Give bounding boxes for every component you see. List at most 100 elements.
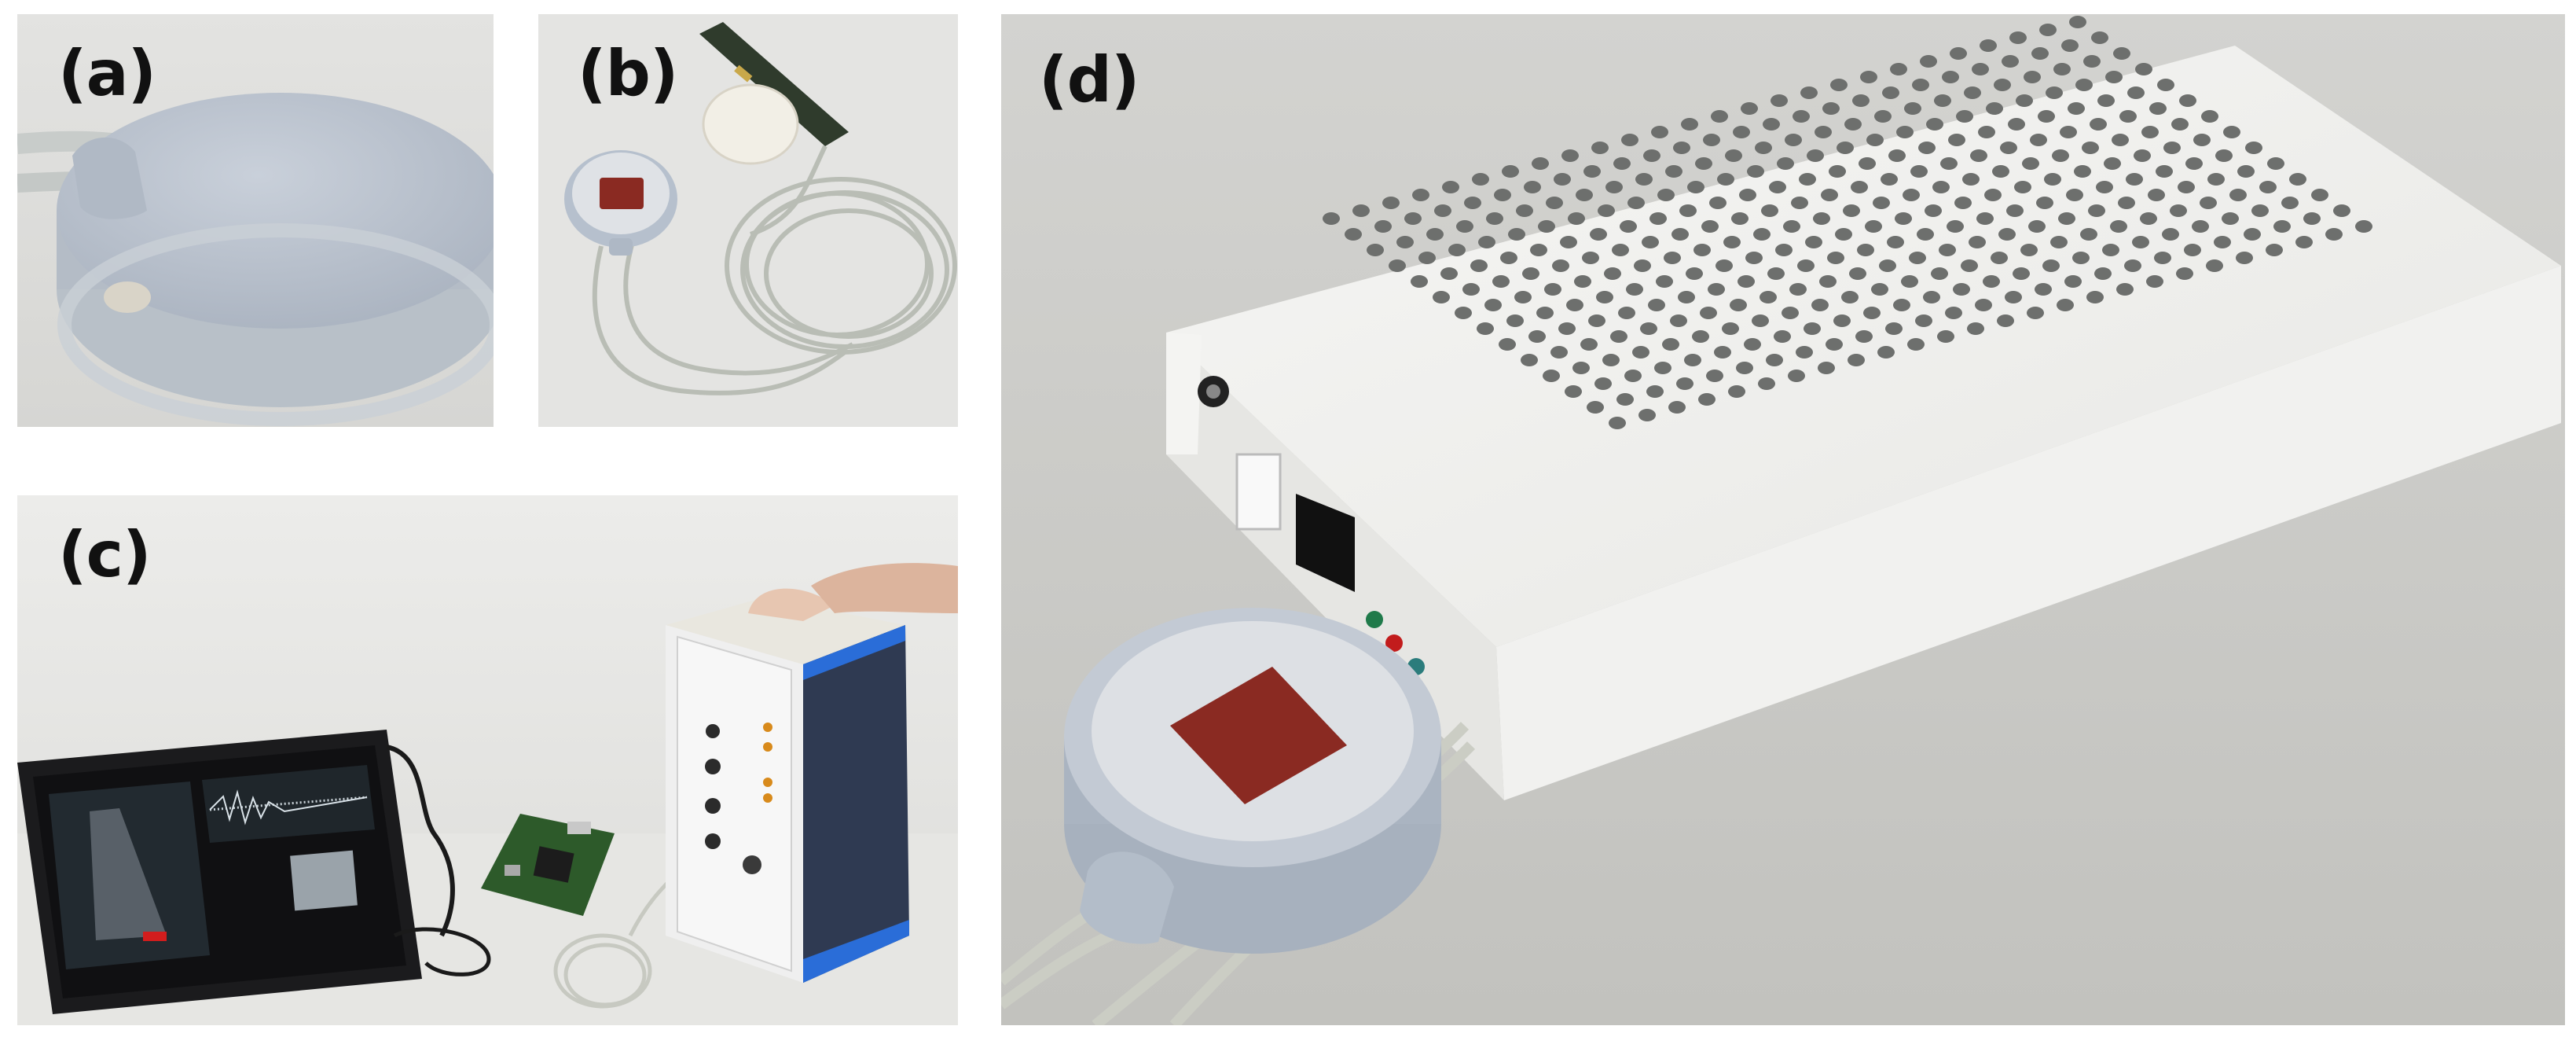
- vent-hole: [2185, 157, 2203, 170]
- vent-hole: [1731, 212, 1749, 225]
- vent-hole: [2289, 173, 2306, 186]
- vent-hole: [1984, 189, 2002, 201]
- panel-a: (a): [17, 14, 494, 427]
- vent-hole: [2244, 228, 2261, 241]
- vent-hole: [1942, 71, 1959, 83]
- vent-hole: [1827, 252, 1844, 264]
- vent-hole: [1649, 212, 1667, 225]
- vent-hole: [2058, 212, 2075, 225]
- panel-c: (c): [17, 495, 958, 1025]
- vent-hole: [1830, 79, 1848, 91]
- vent-hole: [1374, 220, 1392, 233]
- vent-hole: [2154, 252, 2171, 264]
- vent-hole: [2072, 252, 2090, 264]
- vent-hole: [1841, 291, 1859, 303]
- vent-hole: [1848, 354, 1865, 366]
- vent-hole: [1494, 189, 1511, 201]
- vent-hole: [1684, 354, 1701, 366]
- vent-hole: [2148, 189, 2165, 201]
- ventilation-holes: [1323, 16, 2372, 429]
- vent-hole: [2002, 55, 2019, 68]
- vent-hole: [1969, 236, 1986, 248]
- vent-hole: [2149, 102, 2167, 115]
- vent-hole: [1738, 275, 1755, 288]
- panel-label-c: (c): [58, 518, 152, 591]
- vent-hole: [2116, 283, 2134, 296]
- vent-hole: [2061, 39, 2079, 52]
- vent-hole: [2325, 228, 2343, 241]
- sensor-b: [564, 150, 677, 256]
- vent-hole: [1797, 259, 1815, 272]
- vent-hole: [1964, 86, 1981, 99]
- vent-hole: [2060, 126, 2077, 138]
- vent-hole: [1598, 204, 1615, 217]
- vent-hole: [1560, 236, 1577, 248]
- vent-hole: [2028, 220, 2046, 233]
- vent-hole: [1367, 244, 1384, 256]
- vent-hole: [2016, 94, 2033, 107]
- vent-hole: [1991, 252, 2008, 264]
- vent-hole: [1662, 338, 1679, 351]
- vent-hole: [2008, 118, 2025, 131]
- vent-hole: [1605, 181, 1623, 193]
- vent-hole: [2118, 197, 2135, 209]
- vent-hole: [2223, 126, 2240, 138]
- vent-hole: [1486, 212, 1503, 225]
- vent-hole: [1873, 197, 1890, 209]
- vent-hole: [1741, 102, 1758, 115]
- vent-hole: [1747, 165, 1764, 178]
- vent-hole: [2206, 259, 2223, 272]
- vent-hole: [2207, 173, 2225, 186]
- vent-hole: [1382, 197, 1400, 209]
- vent-hole: [2267, 157, 2284, 170]
- vent-hole: [1950, 47, 1967, 60]
- vent-hole: [1805, 236, 1822, 248]
- panel-label-d: (d): [1039, 43, 1139, 116]
- vent-hole: [2031, 47, 2049, 60]
- vent-hole: [2030, 134, 2047, 146]
- vent-hole: [1462, 283, 1480, 296]
- vent-hole: [1514, 291, 1532, 303]
- vent-hole: [1345, 228, 1362, 241]
- vent-hole: [1616, 393, 1634, 406]
- vent-hole: [1852, 94, 1870, 107]
- vent-hole: [1947, 220, 1964, 233]
- vent-hole: [1566, 299, 1583, 311]
- vent-hole: [1561, 149, 1579, 162]
- vent-hole: [1717, 173, 1734, 186]
- vent-hole: [1464, 197, 1481, 209]
- vent-hole: [1918, 142, 1936, 154]
- vent-hole: [1804, 322, 1821, 335]
- vent-hole: [1904, 102, 1921, 115]
- vent-hole: [1882, 86, 1899, 99]
- vent-hole: [1711, 110, 1728, 123]
- vent-hole: [1926, 118, 1943, 131]
- vent-hole: [1730, 299, 1747, 311]
- vent-hole: [2259, 181, 2277, 193]
- vent-hole: [1976, 212, 1994, 225]
- vent-hole: [2184, 244, 2201, 256]
- vent-hole: [2075, 79, 2093, 91]
- vent-hole: [1793, 110, 1810, 123]
- white-cap: [702, 83, 799, 165]
- vent-hole: [1552, 259, 1569, 272]
- vent-hole: [1866, 134, 1884, 146]
- vent-hole: [2057, 299, 2074, 311]
- vent-hole: [1574, 275, 1591, 288]
- vent-hole: [1859, 157, 1876, 170]
- vent-hole: [2042, 259, 2060, 272]
- vent-hole: [1657, 189, 1675, 201]
- vent-hole: [1799, 173, 1816, 186]
- vent-hole: [1818, 362, 1835, 374]
- vent-hole: [1396, 236, 1414, 248]
- vent-hole: [1521, 354, 1538, 366]
- vent-hole: [1587, 401, 1604, 414]
- vent-hole: [1442, 181, 1459, 193]
- vent-hole: [1651, 126, 1668, 138]
- vent-hole: [2046, 86, 2063, 99]
- vent-hole: [1613, 157, 1631, 170]
- vent-hole: [2080, 228, 2097, 241]
- vent-hole: [1404, 212, 1422, 225]
- vent-hole: [2303, 212, 2321, 225]
- panel-b: (b): [538, 14, 958, 427]
